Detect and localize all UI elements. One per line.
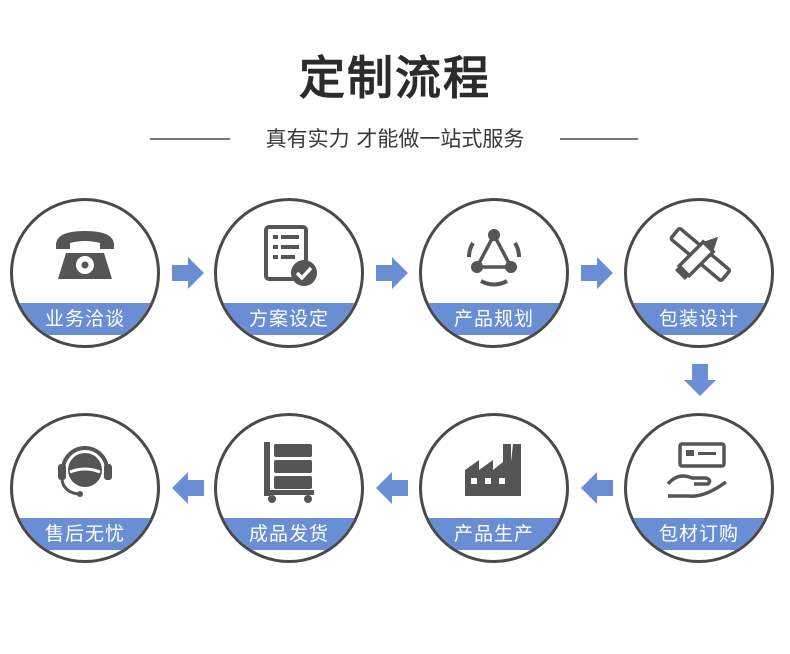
step-circle-4: 包装设计 xyxy=(624,198,774,348)
step-circle-6: 产品生产 xyxy=(419,413,569,563)
subtitle: 真有实力 才能做一站式服务 xyxy=(265,127,525,151)
step-label-5: 包材订购 xyxy=(627,518,771,550)
arrow-left-icon xyxy=(172,472,204,504)
step-label-1: 业务洽谈 xyxy=(13,303,157,335)
ruler-pencil-icon xyxy=(669,226,731,282)
step-circle-2: 方案设定 xyxy=(214,198,364,348)
factory-icon xyxy=(465,444,521,496)
step-circle-7: 成品发货 xyxy=(214,413,364,563)
checklist-icon xyxy=(264,225,317,286)
arrow-down-icon xyxy=(684,364,716,396)
arrow-right-icon xyxy=(376,257,408,289)
subtitle-left-line xyxy=(150,138,230,140)
subtitle-row: 真有实力 才能做一站式服务 xyxy=(0,124,790,154)
step-circle-3: 产品规划 xyxy=(419,198,569,348)
page-title: 定制流程 xyxy=(299,51,491,105)
step-label-3: 产品规划 xyxy=(422,303,566,335)
step-label-7: 成品发货 xyxy=(217,518,361,550)
arrow-right-icon xyxy=(581,257,613,289)
step-circle-1: 业务洽谈 xyxy=(10,198,160,348)
step-label-6: 产品生产 xyxy=(422,518,566,550)
step-label-2: 方案设定 xyxy=(217,303,361,335)
step-label-8: 售后无忧 xyxy=(13,518,157,550)
cart-icon xyxy=(264,442,314,503)
telephone-icon xyxy=(56,231,114,279)
arrow-left-icon xyxy=(581,472,613,504)
arrow-right-icon xyxy=(172,257,204,289)
step-label-4: 包装设计 xyxy=(627,303,771,335)
step-circle-8: 售后无忧 xyxy=(10,413,160,563)
subtitle-right-line xyxy=(560,138,638,140)
hand-card-icon xyxy=(666,442,728,498)
network-icon xyxy=(466,229,522,287)
arrow-left-icon xyxy=(376,472,408,504)
step-circle-5: 包材订购 xyxy=(624,413,774,563)
headset-icon xyxy=(58,446,112,497)
